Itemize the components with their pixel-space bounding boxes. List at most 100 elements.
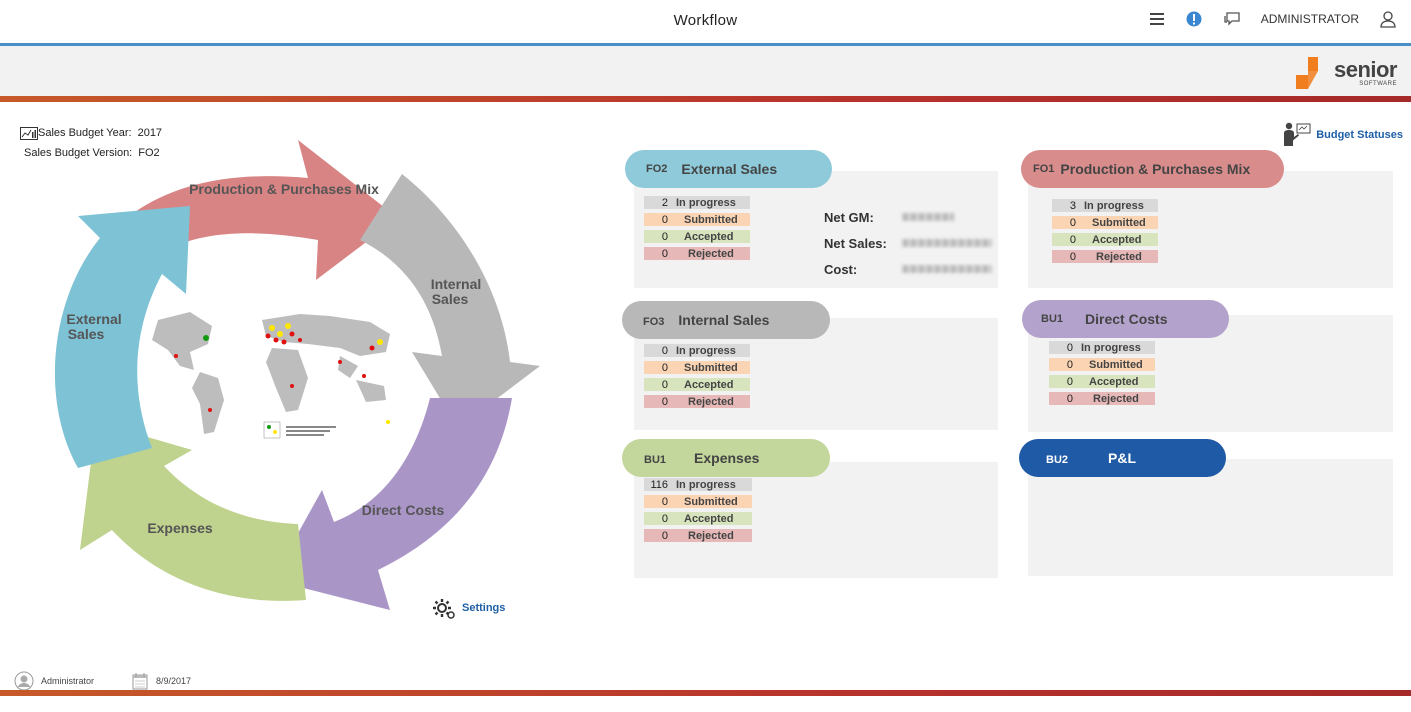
budget-version-value: FO2 [138,147,160,159]
gear-icon [433,599,455,619]
metric-net-sales-label: Net Sales: [824,235,887,251]
menu-icon[interactable] [1149,12,1165,26]
banner-stripe [0,96,1411,102]
pill-production[interactable]: FO1 Production & Purchases Mix [1021,150,1284,188]
settings-label: Settings [462,602,506,614]
budget-year-value: 2017 [137,127,163,139]
cycle-label-direct: Direct Costs [361,502,445,518]
senior-logo-icon [1295,57,1318,89]
metric-net-sales-value-redacted [902,239,992,247]
pill-code: BU2 [1046,454,1069,466]
presenter-icon [1284,122,1311,146]
card-production [1028,171,1393,288]
cycle-label-external-1: External [66,311,122,327]
pill-code: FO3 [643,316,665,328]
pill-name: P&L [1108,450,1137,466]
footer: Administrator 8/9/2017 [14,671,191,691]
pill-name: Direct Costs [1085,311,1168,327]
metric-cost-value-redacted [902,265,992,273]
top-bar: Workflow ADMINISTRATOR [0,0,1411,44]
pill-code: BU1 [1041,313,1064,325]
metric-net-gm-value-redacted [902,213,954,221]
budget-statuses-label: Budget Statuses [1316,129,1403,141]
alert-icon[interactable] [1185,10,1203,28]
metric-cost-label: Cost: [824,261,858,277]
cycle-arrow-internal[interactable] [360,174,540,428]
workflow-cycle: Production & Purchases Mix Internal Sale… [40,130,550,625]
calendar-icon [132,673,148,690]
budget-info: Sales Budget Year: 2017 Sales Budget Ver… [20,123,162,163]
cycle-arrow-external[interactable] [54,206,191,468]
budget-version-label: Sales Budget Version: [24,147,133,159]
card-pl [1028,459,1393,576]
budget-year-label: Sales Budget Year: [38,127,132,139]
logo-sub: SOFTWARE [1359,81,1397,87]
cycle-svg [54,140,540,610]
top-icons: ADMINISTRATOR [1149,10,1397,28]
user-icon[interactable] [1379,10,1397,28]
cycle-label-internal-2: Sales [431,291,469,307]
chat-icon[interactable] [1223,11,1241,27]
metric-net-gm-label: Net GM: [824,209,874,225]
avatar-icon [14,671,34,691]
pill-external-sales[interactable]: FO2 External Sales [625,150,832,188]
cycle-label-internal-1: Internal [430,276,482,292]
pill-expenses[interactable]: BU1 Expenses [622,439,830,477]
top-accent-line [0,43,1411,46]
cycle-label-external-2: Sales [67,326,105,342]
pill-pl[interactable]: BU2 P&L [1019,439,1226,477]
world-map [152,312,390,434]
pill-name: Production & Purchases Mix [1060,161,1251,177]
cycle-label-expenses: Expenses [147,520,213,536]
app-title: Workflow [673,12,738,29]
pill-internal-sales[interactable]: FO3 Internal Sales [622,301,830,339]
cycle-label-production: Production & Purchases Mix [189,181,379,197]
map-markers [174,323,390,424]
cycle-arrow-direct[interactable] [272,398,512,610]
pill-code: BU1 [644,454,667,466]
cycle-arrow-production[interactable] [132,140,398,280]
footer-date: 8/9/2017 [156,676,192,686]
pill-code: FO2 [646,163,668,175]
metrics-external: Net GM: Net Sales: Cost: [824,204,992,282]
settings-link[interactable]: Settings [432,596,505,620]
bottom-stripe [0,690,1411,696]
pill-name: Internal Sales [678,312,770,328]
chart-icon [20,126,38,140]
map-legend [263,421,336,439]
pill-direct-costs[interactable]: BU1 Direct Costs [1022,300,1229,338]
footer-user: Administrator [41,676,95,686]
budget-statuses-link[interactable]: Budget Statuses [1282,122,1403,148]
pill-code: FO1 [1033,163,1055,175]
pill-name: Expenses [694,450,760,466]
senior-logo: senior SOFTWARE [1294,55,1398,91]
logo-main: senior [1333,57,1398,82]
user-name[interactable]: ADMINISTRATOR [1260,12,1359,26]
cycle-arrow-expenses[interactable] [80,422,306,601]
